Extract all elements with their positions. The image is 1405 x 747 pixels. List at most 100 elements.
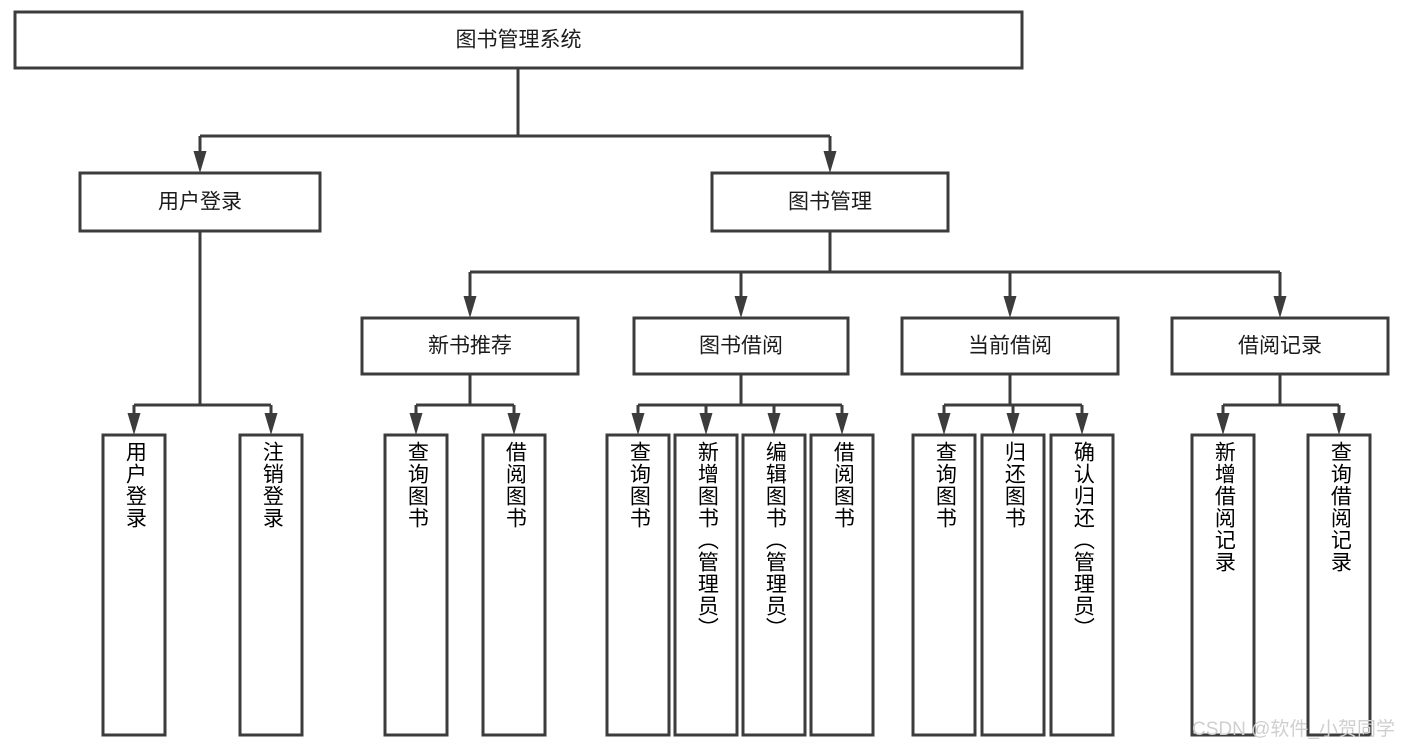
- node-box-leaf-query-book-cur[interactable]: [911, 433, 977, 737]
- node-box-new-book-rec[interactable]: [360, 316, 580, 376]
- arrow-head-icon: [1006, 413, 1020, 435]
- node-box-leaf-confirm-return[interactable]: [1049, 433, 1115, 737]
- node-label-leaf-query-book-borrow: 查询图书: [627, 441, 651, 529]
- node-leaf-user-login[interactable]: 用户登录: [101, 433, 167, 737]
- node-leaf-edit-book[interactable]: 编辑图书（管理员）: [741, 433, 807, 737]
- connectors-layer: [127, 68, 1346, 435]
- node-box-book-manage[interactable]: [710, 171, 950, 233]
- node-label-container-leaf-borrow-book-rec: 借阅图书: [483, 435, 545, 735]
- arrow-head-icon: [937, 413, 951, 435]
- leaf-label-wrap: 新增借阅记录: [1192, 435, 1254, 735]
- node-label-container-leaf-borrow-book: 借阅图书: [831, 441, 854, 529]
- node-box-leaf-logout[interactable]: [238, 433, 304, 737]
- arrow-head-icon: [699, 413, 713, 435]
- node-leaf-query-record[interactable]: 查询借阅记录: [1306, 433, 1372, 737]
- node-box-current-borrow[interactable]: [900, 316, 1120, 376]
- leaf-label-wrap: 归还图书: [982, 435, 1044, 735]
- node-label-container-leaf-user-login: 用户登录: [103, 435, 165, 735]
- node-box-leaf-query-record[interactable]: [1306, 433, 1372, 737]
- node-label-leaf-add-book: 新增图书（管理员）: [695, 441, 719, 639]
- node-leaf-logout[interactable]: 注销登录: [238, 433, 304, 737]
- node-label-container-leaf-query-record: 查询借阅记录: [1308, 435, 1370, 735]
- node-box-leaf-query-book-borrow[interactable]: [605, 433, 671, 737]
- node-new-book-rec[interactable]: 新书推荐: [360, 316, 580, 376]
- node-label-container-leaf-add-book: 新增图书（管理员）: [675, 435, 737, 735]
- leaf-label-wrap: 用户登录: [103, 435, 165, 735]
- node-label-leaf-logout: 注销登录: [260, 441, 284, 529]
- node-label-current-borrow: 当前借阅: [968, 335, 1052, 358]
- arrow-head-icon: [734, 296, 748, 318]
- node-current-borrow[interactable]: 当前借阅: [900, 316, 1120, 376]
- node-box-borrow-record[interactable]: [1170, 316, 1390, 376]
- node-label-leaf-return-book: 归还图书: [1002, 441, 1026, 529]
- connector-book-manage: [463, 231, 1287, 318]
- leaf-label-wrap: 查询图书: [913, 435, 975, 735]
- boxes-layer: 图书管理系统用户登录图书管理新书推荐图书借阅当前借阅借阅记录用户登录注销登录查询…: [13, 10, 1390, 737]
- leaf-label-wrap: 新增图书（管理员）: [675, 435, 737, 735]
- connector-new-book-rec: [409, 374, 521, 435]
- node-user-login[interactable]: 用户登录: [78, 171, 322, 233]
- leaf-label-wrap: 查询借阅记录: [1308, 435, 1370, 735]
- node-box-leaf-query-book-rec[interactable]: [383, 433, 449, 737]
- node-box-leaf-edit-book[interactable]: [741, 433, 807, 737]
- node-book-borrow[interactable]: 图书借阅: [632, 316, 850, 376]
- arrow-head-icon: [835, 413, 849, 435]
- arrow-head-icon: [1332, 413, 1346, 435]
- node-leaf-add-record[interactable]: 新增借阅记录: [1190, 433, 1256, 737]
- node-leaf-borrow-book-rec[interactable]: 借阅图书: [481, 433, 547, 737]
- node-label-leaf-user-login: 用户登录: [123, 441, 147, 529]
- arrow-head-icon: [1003, 296, 1017, 318]
- connector-borrow-record: [1216, 374, 1346, 435]
- node-label-container-leaf-query-book-rec: 查询图书: [385, 435, 447, 735]
- connector-root: [193, 68, 837, 173]
- arrow-head-icon: [463, 296, 477, 318]
- node-box-leaf-return-book[interactable]: [980, 433, 1046, 737]
- node-box-book-borrow[interactable]: [632, 316, 850, 376]
- node-box-leaf-borrow-book-rec[interactable]: [481, 433, 547, 737]
- arrow-head-icon: [264, 413, 278, 435]
- node-leaf-confirm-return[interactable]: 确认归还（管理员）: [1049, 433, 1115, 737]
- arrow-head-icon: [631, 413, 645, 435]
- leaf-label-wrap: 确认归还（管理员）: [1051, 435, 1113, 735]
- node-leaf-query-book-borrow[interactable]: 查询图书: [605, 433, 671, 737]
- node-box-leaf-add-record[interactable]: [1190, 433, 1256, 737]
- connector-current-borrow: [937, 374, 1089, 435]
- node-box-root[interactable]: [13, 10, 1024, 70]
- arrow-head-icon: [507, 413, 521, 435]
- node-box-leaf-borrow-book[interactable]: [809, 433, 875, 737]
- node-label-root: 图书管理系统: [456, 29, 582, 52]
- node-box-leaf-user-login[interactable]: [101, 433, 167, 737]
- node-borrow-record[interactable]: 借阅记录: [1170, 316, 1390, 376]
- node-label-book-borrow: 图书借阅: [699, 335, 783, 358]
- node-root[interactable]: 图书管理系统: [13, 10, 1024, 70]
- node-label-leaf-edit-book: 编辑图书（管理员）: [763, 441, 787, 639]
- node-box-leaf-add-book[interactable]: [673, 433, 739, 737]
- node-book-manage[interactable]: 图书管理: [710, 171, 950, 233]
- node-box-user-login[interactable]: [78, 171, 322, 233]
- leaf-label-wrap: 查询图书: [385, 435, 447, 735]
- connector-user-login: [127, 231, 278, 435]
- node-leaf-return-book[interactable]: 归还图书: [980, 433, 1046, 737]
- node-label-container-leaf-logout: 注销登录: [240, 435, 302, 735]
- node-label-container-leaf-query-book-cur: 查询图书: [913, 435, 975, 735]
- node-leaf-query-book-cur[interactable]: 查询图书: [911, 433, 977, 737]
- node-leaf-add-book[interactable]: 新增图书（管理员）: [673, 433, 739, 737]
- node-label-leaf-add-record: 新增借阅记录: [1212, 441, 1236, 573]
- leaf-label-wrap: 注销登录: [240, 435, 302, 735]
- arrow-head-icon: [1273, 296, 1287, 318]
- arrow-head-icon: [1216, 413, 1230, 435]
- node-label-container-leaf-return-book: 归还图书: [982, 435, 1044, 735]
- leaf-label-wrap: 编辑图书（管理员）: [743, 435, 805, 735]
- leaf-label-wrap: 借阅图书: [483, 435, 545, 735]
- node-leaf-borrow-book[interactable]: 借阅图书: [809, 433, 875, 737]
- node-label-leaf-query-book-rec: 查询图书: [405, 441, 429, 529]
- arrow-head-icon: [1075, 413, 1089, 435]
- node-label-leaf-query-record: 查询借阅记录: [1328, 441, 1352, 573]
- arrow-head-icon: [127, 413, 141, 435]
- node-label-borrow-record: 借阅记录: [1238, 335, 1322, 358]
- node-leaf-query-book-rec[interactable]: 查询图书: [383, 433, 449, 737]
- node-label-book-manage: 图书管理: [788, 191, 872, 214]
- node-label-leaf-query-book-cur: 查询图书: [933, 441, 957, 529]
